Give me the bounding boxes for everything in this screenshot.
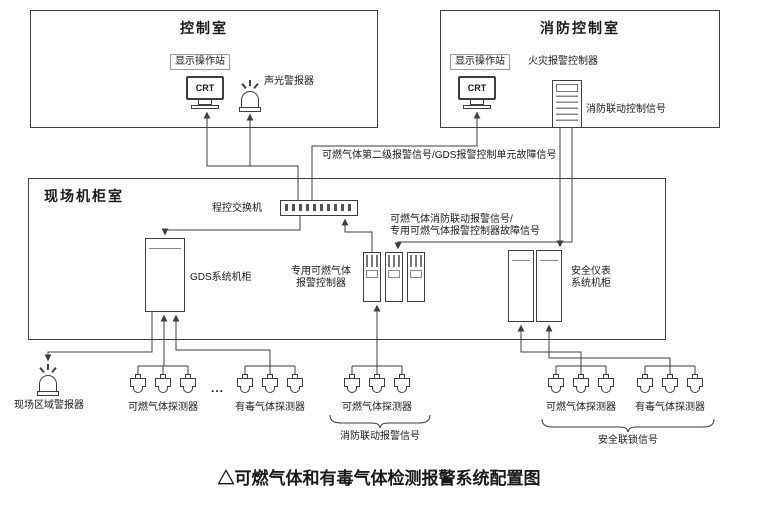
crt-monitor-icon: CRT	[186, 76, 224, 109]
gas-detector-icon	[155, 374, 171, 398]
crt-base	[191, 105, 219, 109]
panel-indicators	[366, 255, 378, 267]
dedicated-controller-label-line2: 报警控制器	[296, 278, 346, 289]
siren-ray-icon	[51, 367, 57, 373]
gas-detector-icon	[637, 374, 653, 398]
gas-detector-icon	[130, 374, 146, 398]
dedicated-controller-label: 专用可燃气体 报警控制器	[288, 266, 354, 290]
crt-base	[463, 105, 491, 109]
fire-operator-station-label: 显示操作站	[450, 54, 510, 70]
gas-detector-icon	[262, 374, 278, 398]
combustible-detector-group2-label: 可燃气体探测器	[342, 402, 412, 413]
siren-dome	[241, 91, 259, 107]
crt-screen-label: CRT	[458, 76, 496, 100]
fire-linkage-control-signal-label: 消防联动控制信号	[586, 104, 666, 115]
fire-alarm-controller-label: 火灾报警控制器	[528, 56, 598, 67]
combustible-detector-group3-label: 可燃气体探测器	[546, 402, 616, 413]
gas-detector-icon	[394, 374, 410, 398]
siren-dome	[39, 375, 57, 391]
control-room-title: 控制室	[180, 20, 228, 36]
siren-ray-icon	[253, 83, 259, 89]
siren-base	[37, 391, 59, 396]
panel-module	[388, 270, 400, 278]
gas-detector-icon	[573, 374, 589, 398]
fire-control-room-title: 消防控制室	[540, 20, 620, 36]
gas-detector-icon	[369, 374, 385, 398]
siren-ray-icon	[39, 367, 45, 373]
fire-linkage-alarm-group-label: 消防联动报警信号	[340, 431, 420, 442]
panel-indicators	[410, 255, 422, 267]
dedicated-controller-panel-icon	[407, 252, 425, 302]
more-detectors-ellipsis: ...	[211, 381, 225, 395]
dedicated-controller-panel-icon	[385, 252, 403, 302]
siren-ray-icon	[249, 80, 251, 86]
field-area-alarm-icon	[37, 364, 59, 396]
gas-detector-icon	[687, 374, 703, 398]
field-cabinet-room-title: 现场机柜室	[44, 188, 124, 204]
panel-indicators	[388, 255, 400, 267]
siren-ray-icon	[47, 364, 49, 370]
diagram-caption: △可燃气体和有毒气体检测报警系统配置图	[217, 469, 541, 488]
linkage-alarm-signal-line2: 专用可燃气体报警控制器故障信号	[390, 226, 540, 237]
dedicated-controller-label-line1: 专用可燃气体	[291, 266, 351, 277]
dedicated-controller-panel-icon	[363, 252, 381, 302]
switch-label: 程控交换机	[212, 203, 262, 214]
switch-ports	[285, 204, 353, 211]
gas-detector-icon	[598, 374, 614, 398]
toxic-detector-group1-label: 有毒气体探测器	[235, 402, 305, 413]
control-room-box	[30, 10, 378, 128]
panel-display	[556, 84, 578, 92]
panel-rows	[556, 95, 578, 121]
program-controlled-switch-icon	[280, 200, 358, 216]
sis-cabinet-icon	[536, 250, 562, 322]
linkage-alarm-signal-label: 可燃气体消防联动报警信号/ 专用可燃气体报警控制器故障信号	[390, 214, 540, 238]
gds-cabinet-icon	[145, 238, 185, 312]
gas-detector-icon	[344, 374, 360, 398]
siren-ray-icon	[241, 83, 247, 89]
sis-cabinet-label-line1: 安全仪表	[571, 266, 611, 277]
toxic-detector-group2-label: 有毒气体探测器	[635, 402, 705, 413]
crt-screen-label: CRT	[186, 76, 224, 100]
audible-visual-alarm-icon	[239, 80, 261, 112]
gds-cabinet-label: GDS系统机柜	[190, 272, 252, 283]
combustible-detector-group1-label: 可燃气体探测器	[128, 402, 198, 413]
operator-station-label: 显示操作站	[170, 54, 230, 70]
fire-crt-monitor-icon: CRT	[458, 76, 496, 109]
crt-neck	[198, 100, 212, 105]
second-level-alarm-signal-label: 可燃气体第二级报警信号/GDS报警控制单元故障信号	[322, 150, 557, 161]
gas-detector-icon	[662, 374, 678, 398]
field-area-alarm-label: 现场区域警报器	[14, 400, 84, 411]
gas-detector-icon	[180, 374, 196, 398]
siren-base	[239, 107, 261, 112]
sis-cabinet-label-line2: 系统机柜	[571, 278, 611, 289]
sis-cabinet-icon	[508, 250, 534, 322]
linkage-alarm-signal-line1: 可燃气体消防联动报警信号/	[390, 214, 513, 225]
gas-detector-icon	[548, 374, 564, 398]
sis-cabinet-label: 安全仪表 系统机柜	[568, 266, 614, 290]
panel-module	[366, 270, 378, 278]
gas-detector-icon	[237, 374, 253, 398]
cabinet-top-section	[149, 239, 181, 249]
safety-interlock-group-label: 安全联锁信号	[598, 435, 658, 446]
panel-module	[410, 270, 422, 278]
audible-visual-alarm-label: 声光警报器	[264, 76, 314, 87]
cabinet-top-section	[540, 251, 558, 261]
cabinet-top-section	[512, 251, 530, 261]
crt-neck	[470, 100, 484, 105]
gas-detector-icon	[287, 374, 303, 398]
fire-alarm-controller-icon	[552, 80, 582, 128]
